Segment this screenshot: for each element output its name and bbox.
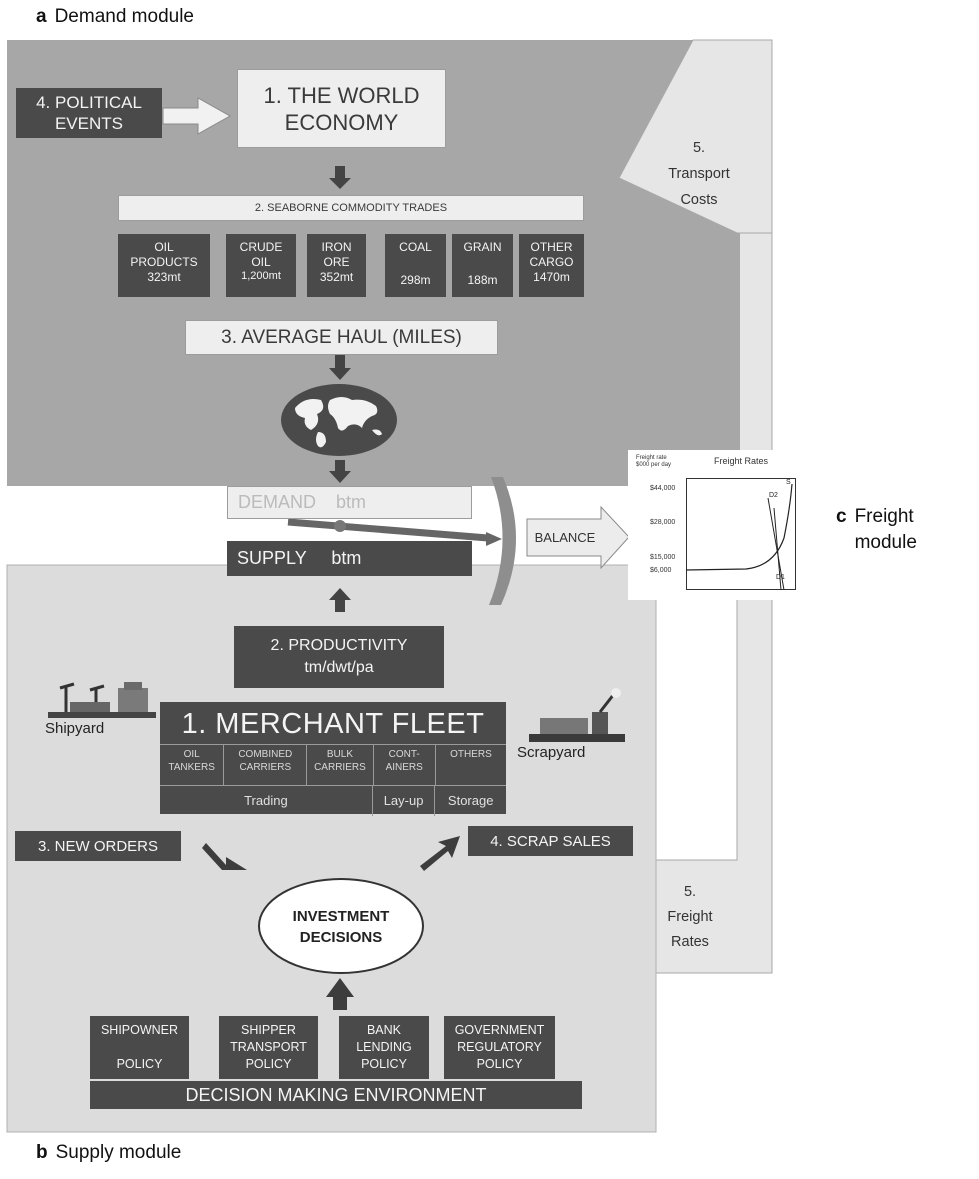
balance-arrow xyxy=(526,505,630,570)
commodity-volume: 188m xyxy=(467,273,498,287)
curve-label-s: S xyxy=(786,479,791,486)
commodity-coal: COAL 298m xyxy=(385,234,446,297)
government-regulatory-policy-box: GOVERNMENT REGULATORY POLICY xyxy=(444,1016,555,1079)
demand-btm-box: DEMAND btm xyxy=(227,486,472,519)
transport-costs-label: 5. Transport Costs xyxy=(668,140,730,208)
political-to-economy-arrow xyxy=(162,97,232,135)
demand-curve-d2 xyxy=(767,497,785,590)
chart-tick: $6,000 xyxy=(650,567,672,574)
productivity-box: 2. PRODUCTIVITY tm/dwt/pa xyxy=(234,626,444,688)
seaborne-trades-box: 2. SEABORNE COMMODITY TRADES xyxy=(118,195,584,221)
commodity-name: COAL xyxy=(399,240,432,254)
political-events-box: 4. POLITICAL EVENTS xyxy=(16,88,162,138)
fleet-status-cell: Lay-up xyxy=(373,786,436,816)
fleet-type-cell: OTHERS xyxy=(450,749,492,760)
average-haul-box: 3. AVERAGE HAUL (MILES) xyxy=(185,320,498,355)
scrap-sales-box: 4. SCRAP SALES xyxy=(468,826,633,856)
merchant-fleet-box: 1. MERCHANT FLEET OIL TANKERS COMBINED C… xyxy=(160,702,506,816)
investment-ellipse xyxy=(258,878,424,974)
curve-label-d2: D2 xyxy=(769,492,778,499)
commodity-name: OIL PRODUCTS xyxy=(130,240,198,269)
merchant-fleet-title: 1. MERCHANT FLEET xyxy=(181,708,485,740)
new-orders-box: 3. NEW ORDERS xyxy=(15,831,181,861)
commodity-volume: 352mt xyxy=(319,270,354,284)
freight-rates-label: 5. Freight Rates xyxy=(667,884,713,950)
chart-tick: $44,000 xyxy=(650,485,676,492)
commodity-name: GRAIN xyxy=(463,240,502,254)
decision-environment-box: DECISION MAKING ENVIRONMENT xyxy=(90,1081,582,1109)
fleet-type-cell: CONT- AINERS xyxy=(374,745,436,785)
commodity-name: OTHER CARGO xyxy=(529,240,574,269)
curve-label-d1: D1 xyxy=(776,574,785,581)
fleet-status-cell: Storage xyxy=(447,793,494,808)
commodity-iron-ore: IRON ORE 352mt xyxy=(307,234,366,297)
commodity-grain: GRAIN 188m xyxy=(452,234,513,297)
commodity-other-cargo: OTHER CARGO 1470m xyxy=(519,234,584,297)
commodity-oil-products: OIL PRODUCTS 323mt xyxy=(118,234,210,297)
shipyard-label: Shipyard xyxy=(45,720,105,737)
arrow-scrap-sales xyxy=(420,836,460,871)
fleet-type-cell: OIL TANKERS xyxy=(160,745,225,785)
chart-title: Freight Rates xyxy=(714,456,769,466)
commodity-volume: 1470m xyxy=(533,270,570,284)
scrapyard-label: Scrapyard xyxy=(517,744,586,761)
commodity-name: CRUDE OIL xyxy=(239,240,283,269)
chart-tick: $28,000 xyxy=(650,519,676,526)
fleet-type-cell: BULK CARRIERS xyxy=(307,745,374,785)
shipowner-policy-box: SHIPOWNER POLICY xyxy=(90,1016,189,1079)
balance-label: BALANCE xyxy=(534,530,596,545)
globe-icon xyxy=(281,384,397,456)
transport-costs-arrow xyxy=(618,39,773,234)
arrow-up-investment xyxy=(326,978,354,1010)
arrow-down-1 xyxy=(329,166,351,189)
demand-supply-link xyxy=(287,518,489,542)
fleet-type-cell: COMBINED CARRIERS xyxy=(224,745,308,785)
chart-y-unit: Freight rate $000 per day xyxy=(636,455,672,468)
commodity-volume: 323mt xyxy=(147,270,181,284)
scrapyard-icon xyxy=(529,688,625,742)
arrow-down-2 xyxy=(329,355,351,380)
bank-lending-policy-box: BANK LENDING POLICY xyxy=(339,1016,429,1079)
shipyard-icon xyxy=(48,682,156,718)
balance-bracket xyxy=(489,477,517,605)
shipper-transport-policy-box: SHIPPER TRANSPORT POLICY xyxy=(219,1016,318,1079)
fleet-types-row: OIL TANKERS COMBINED CARRIERS BULK CARRI… xyxy=(160,744,506,785)
commodity-volume: 1,200mt xyxy=(241,270,281,282)
arrow-up-supply xyxy=(329,588,351,612)
chart-curves xyxy=(686,483,793,590)
arrow-new-orders xyxy=(202,843,247,870)
commodity-name: IRON ORE xyxy=(321,240,352,269)
arrow-down-3 xyxy=(329,460,351,483)
commodity-volume: 298m xyxy=(400,273,431,287)
demand-curve-d1 xyxy=(773,507,782,590)
commodity-crude-oil: CRUDE OIL 1,200mt xyxy=(226,234,296,297)
fleet-status-row: Trading Lay-up Storage xyxy=(160,785,506,816)
freight-rate-chart: Freight rate $000 per day Freight Rates … xyxy=(628,450,800,600)
supply-btm-box: SUPPLY btm xyxy=(227,541,472,576)
fleet-status-cell: Trading xyxy=(160,786,373,816)
investment-decisions-label: INVESTMENT DECISIONS xyxy=(292,908,390,946)
supply-curve xyxy=(686,483,793,571)
chart-plot-area xyxy=(686,478,796,590)
chart-tick: $15,000 xyxy=(650,554,676,561)
world-economy-box: 1. THE WORLD ECONOMY xyxy=(237,69,446,148)
